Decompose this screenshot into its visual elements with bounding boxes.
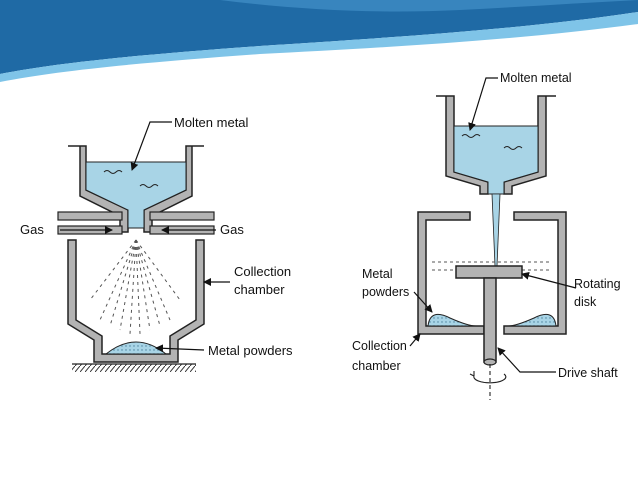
label-chamber: chamber: [234, 282, 285, 297]
label-metal: Metal: [362, 267, 393, 281]
gas-atomization-diagram: Molten metal Gas Gas Collection chamber …: [20, 115, 293, 372]
powder-pile-left: [427, 313, 477, 327]
rotation-indicator-icon: [469, 364, 507, 400]
label-metal-powders: Metal powders: [208, 343, 293, 358]
liquid-ripples: [103, 170, 159, 188]
drive-shaft: [483, 277, 497, 363]
spray-cone: [89, 239, 181, 335]
molten-metal-liquid: [453, 125, 539, 195]
leader-metal-powders: [413, 291, 433, 313]
leader-metal-powders: [155, 344, 205, 353]
collection-chamber-wall: [417, 211, 485, 335]
liquid-ripples: [461, 134, 523, 150]
label-collection: Collection: [234, 264, 291, 279]
leader-molten-metal: [130, 121, 172, 171]
label-collection: Collection: [352, 339, 407, 353]
label-chamber: chamber: [352, 359, 401, 373]
collection-chamber-wall: [503, 211, 567, 335]
leader-drive-shaft: [497, 347, 556, 373]
label-rotating: Rotating: [574, 277, 621, 291]
leader-rotating-disk: [521, 271, 577, 289]
ground-hatch: [72, 364, 196, 372]
label-molten-metal: Molten metal: [500, 71, 572, 85]
label-disk: disk: [574, 295, 597, 309]
header-wave-decoration: [0, 0, 638, 82]
rotating-disk: [455, 265, 523, 279]
gas-nozzle-right: [149, 211, 215, 221]
leader-molten-metal: [468, 77, 498, 131]
label-gas-right: Gas: [220, 222, 244, 237]
molten-metal-liquid: [85, 161, 187, 229]
label-molten-metal: Molten metal: [174, 115, 249, 130]
gas-nozzle-left: [57, 211, 123, 221]
centrifugal-atomization-diagram: Molten metal Metal powders Rotating disk…: [352, 71, 621, 400]
collection-chamber-wall: [67, 239, 205, 363]
metal-stream: [491, 193, 501, 267]
label-powders: powders: [362, 285, 409, 299]
powder-pile-right: [507, 313, 557, 327]
label-gas-left: Gas: [20, 222, 44, 237]
collected-powder: [104, 341, 168, 355]
leader-collection-chamber: [409, 333, 421, 347]
label-drive-shaft: Drive shaft: [558, 366, 618, 380]
